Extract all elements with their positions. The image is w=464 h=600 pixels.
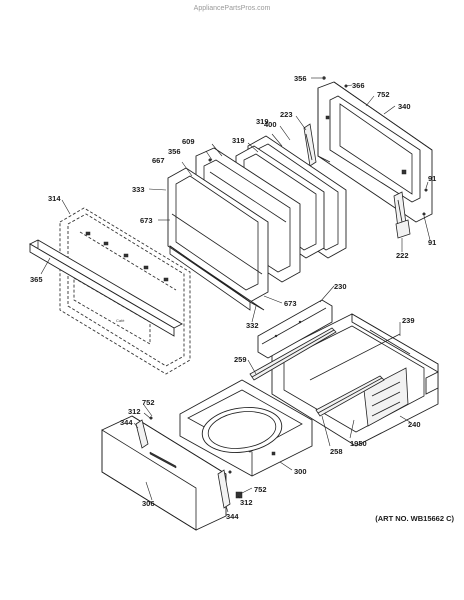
- callout-230: 230: [334, 282, 347, 291]
- callout-223: 223: [280, 110, 293, 119]
- callout-259: 259: [234, 355, 247, 364]
- drawer-front-panel: [101, 415, 227, 531]
- callout-344-right: 344: [226, 512, 239, 521]
- callout-91-lower: 91: [428, 238, 436, 247]
- door-handle: [29, 239, 183, 337]
- door-insulation: [167, 167, 269, 311]
- watermark: AppliancePartsPros.com: [194, 5, 271, 12]
- callout-356-top: 356: [294, 74, 307, 83]
- left-slide-rail: [249, 327, 337, 381]
- callout-609: 609: [182, 137, 195, 146]
- callout-91-upper: 91: [428, 174, 436, 183]
- callout-344-left: 344: [120, 418, 133, 427]
- callout-300: 300: [294, 467, 307, 476]
- outer-door-frame: [317, 81, 433, 223]
- outer-door-panel: Café: [59, 207, 191, 375]
- callout-239: 239: [402, 316, 415, 325]
- drawer-pan: [179, 379, 313, 477]
- callout-312-right: 312: [240, 498, 253, 507]
- callout-752-top: 752: [377, 90, 390, 99]
- leader-lines: [40, 77, 431, 513]
- hinge: [393, 191, 411, 239]
- callout-752-right: 752: [254, 485, 267, 494]
- callout-1950: 1950: [350, 439, 367, 448]
- callout-258: 258: [330, 447, 343, 456]
- drawer-brackets: [135, 416, 243, 509]
- callout-319-lower: 319: [232, 136, 245, 145]
- drawer-base-frame: [271, 313, 439, 447]
- callout-labels: 356 366 752 340 223 400 319 319 609 356 …: [30, 74, 436, 521]
- callout-312-left: 312: [128, 407, 141, 416]
- brand-mark: Café: [116, 318, 125, 323]
- screws: [208, 76, 428, 216]
- callout-356-mid: 356: [168, 147, 181, 156]
- callout-314: 314: [48, 194, 61, 203]
- callout-673-upper: 673: [140, 216, 153, 225]
- callout-306: 306: [142, 499, 155, 508]
- callout-240: 240: [408, 420, 421, 429]
- callout-333: 333: [132, 185, 145, 194]
- right-slide-rail: [315, 375, 385, 417]
- callout-365: 365: [30, 275, 43, 284]
- callout-752-left: 752: [142, 398, 155, 407]
- callout-222: 222: [396, 251, 409, 260]
- callout-667: 667: [152, 156, 165, 165]
- art-number: (ART NO. WB15662 C): [375, 514, 454, 523]
- callout-366: 366: [352, 81, 365, 90]
- callout-673-lower: 673: [284, 299, 297, 308]
- callout-400: 400: [264, 120, 277, 129]
- callout-332: 332: [246, 321, 259, 330]
- callout-319-upper: 319: [256, 117, 269, 126]
- callout-340: 340: [398, 102, 411, 111]
- hinge-upper: [303, 123, 317, 167]
